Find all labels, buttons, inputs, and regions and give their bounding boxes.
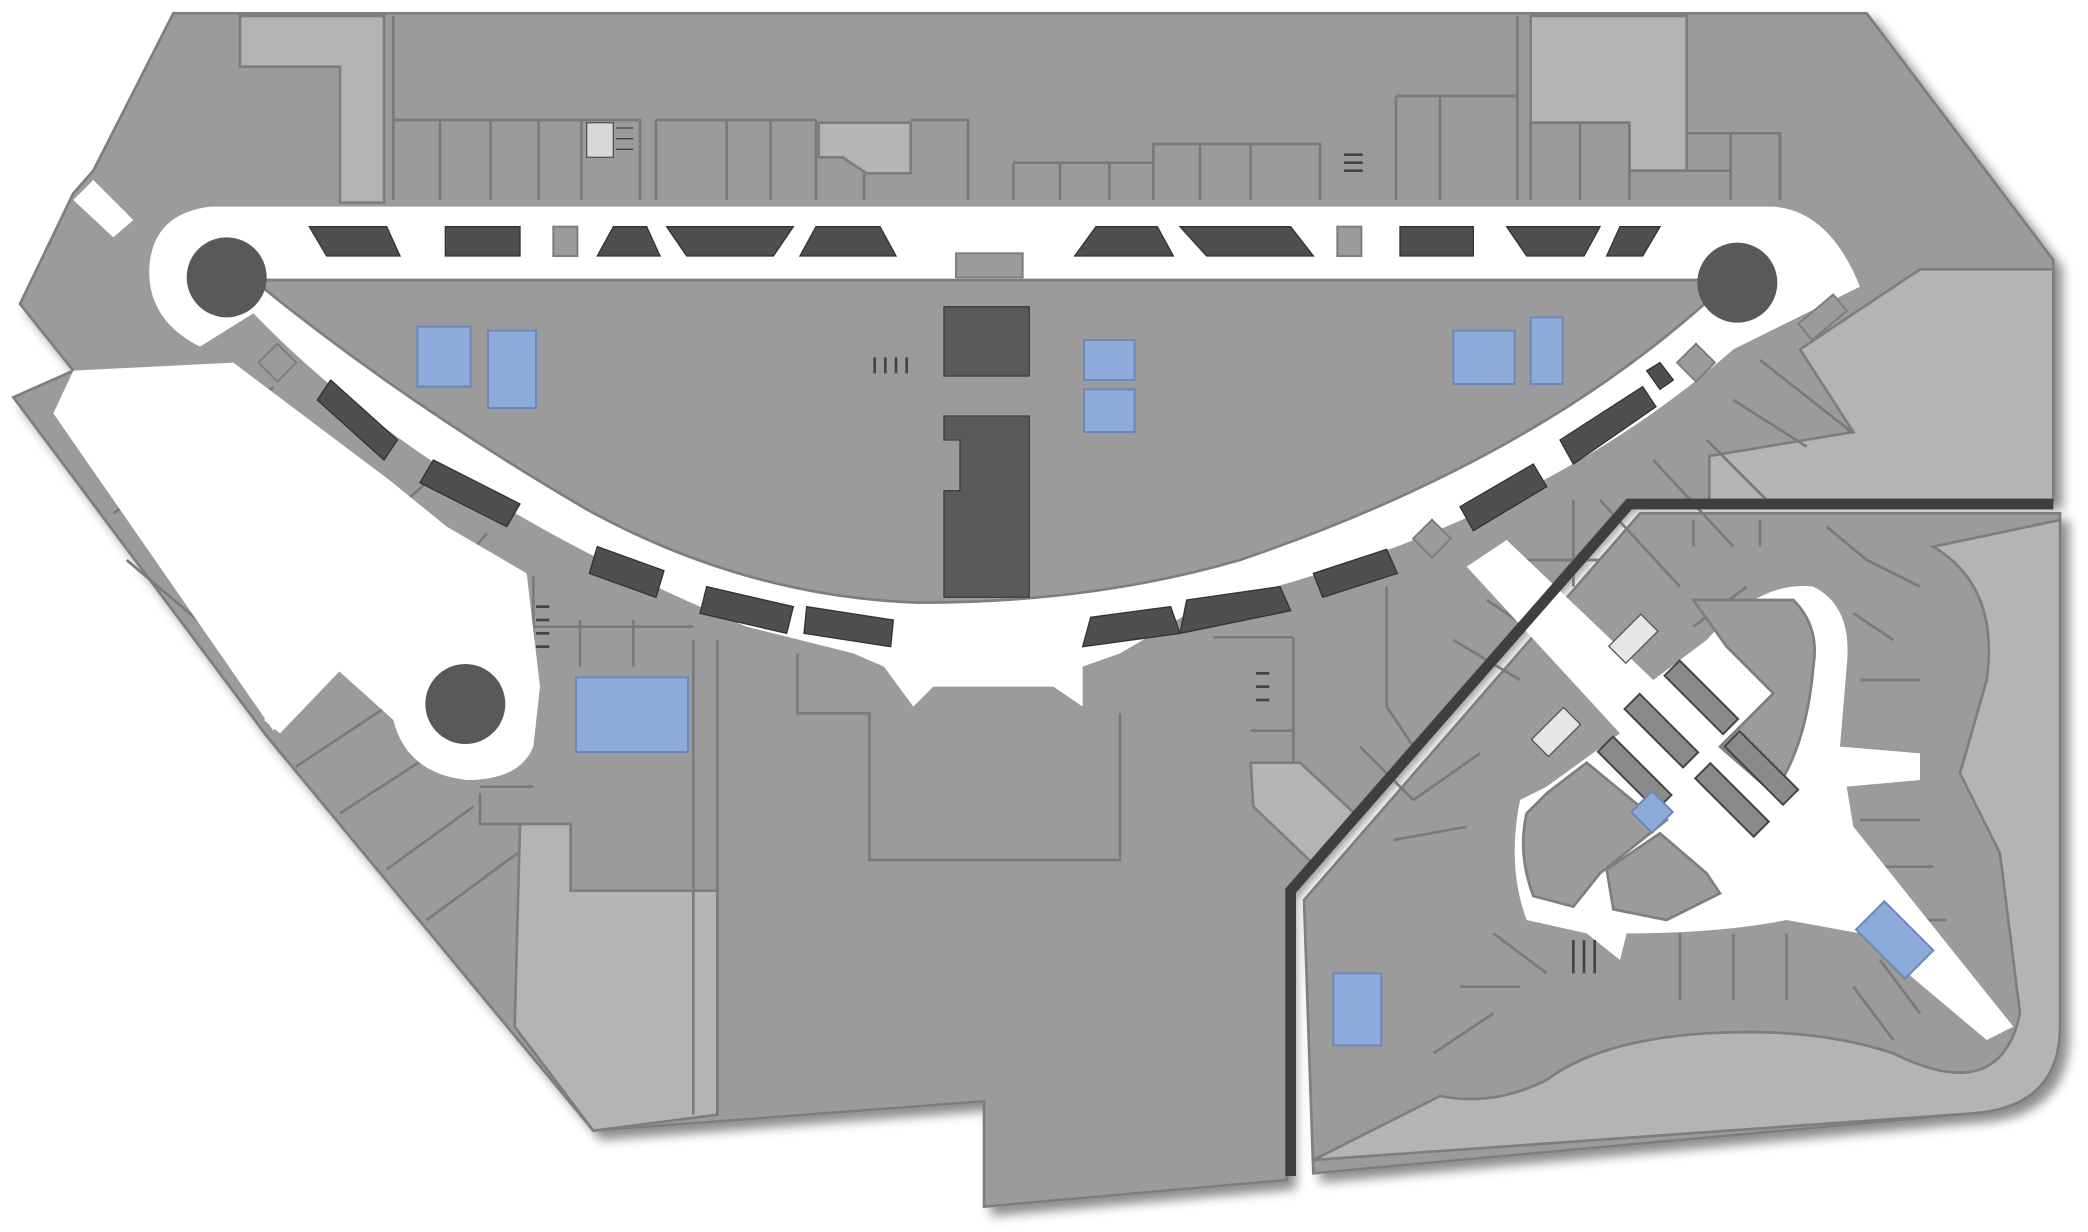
- atrium-east[interactable]: [1697, 242, 1778, 323]
- central-blocks: [943, 306, 1030, 598]
- central-block-south[interactable]: [943, 415, 1030, 598]
- kiosk[interactable]: [316, 378, 399, 462]
- kiosk-small[interactable]: [257, 342, 298, 383]
- kiosk[interactable]: [1312, 548, 1399, 599]
- escalator-cluster[interactable]: [1596, 659, 1800, 839]
- highlighted-store[interactable]: [416, 325, 472, 388]
- service-area-e: [1708, 268, 2055, 502]
- highlighted-store[interactable]: [1629, 789, 1675, 835]
- kiosk-small[interactable]: [552, 225, 579, 257]
- highlighted-store[interactable]: [1083, 388, 1136, 433]
- exit-northwest[interactable]: [73, 180, 134, 238]
- central-block-north[interactable]: [943, 306, 1030, 377]
- east-wing-store-block-3[interactable]: [1605, 831, 1722, 922]
- kiosk[interactable]: [665, 226, 795, 257]
- kiosk[interactable]: [308, 226, 402, 257]
- corridor-exits: [73, 180, 344, 734]
- kiosk[interactable]: [1645, 361, 1675, 391]
- kiosk[interactable]: [1178, 226, 1315, 257]
- kiosk-small[interactable]: [1675, 342, 1717, 383]
- kiosk-small[interactable]: [1336, 225, 1363, 257]
- escalator-north-1[interactable]: [586, 122, 634, 158]
- kiosk[interactable]: [444, 226, 521, 257]
- atrium-south[interactable]: [425, 664, 506, 744]
- kiosk[interactable]: [1399, 226, 1474, 257]
- kiosk[interactable]: [699, 585, 795, 635]
- escalator-south[interactable]: [536, 605, 550, 648]
- escalator-north-2[interactable]: [1344, 153, 1363, 172]
- highlighted-store[interactable]: [1529, 316, 1564, 385]
- highlighted-store[interactable]: [1452, 329, 1516, 385]
- atrium-west[interactable]: [186, 237, 267, 318]
- highlighted-stores: [416, 316, 1935, 1047]
- escalators: [536, 122, 1800, 974]
- kiosk[interactable]: [1559, 385, 1657, 465]
- highlighted-store[interactable]: [487, 329, 537, 409]
- kiosk[interactable]: [1459, 463, 1548, 532]
- highlighted-store[interactable]: [1332, 972, 1383, 1047]
- escalator-east-2[interactable]: [1530, 706, 1582, 758]
- highlighted-store[interactable]: [1083, 339, 1136, 381]
- escalator-mid[interactable]: [873, 357, 908, 374]
- service-area-nw: [238, 14, 386, 204]
- kiosk[interactable]: [1073, 226, 1175, 257]
- escalator-south-2[interactable]: [1256, 672, 1270, 702]
- service-area-n1: [817, 121, 912, 175]
- corridor-west-diagonal: [53, 362, 540, 780]
- kiosk[interactable]: [1505, 226, 1602, 257]
- kiosk[interactable]: [588, 545, 665, 599]
- kiosk[interactable]: [1605, 226, 1662, 257]
- atriums: [186, 237, 1778, 744]
- small-kiosks: [257, 225, 1849, 559]
- kiosk[interactable]: [803, 605, 895, 648]
- east-wing-stores[interactable]: [1521, 598, 1816, 922]
- kiosk-small[interactable]: [954, 252, 1024, 279]
- highlighted-store[interactable]: [1854, 899, 1935, 981]
- east-wing-garden: [1312, 518, 2062, 1162]
- highlighted-store[interactable]: [575, 676, 689, 753]
- kiosk[interactable]: [596, 226, 662, 257]
- kiosk[interactable]: [1179, 585, 1292, 635]
- exit-southwest[interactable]: [264, 653, 344, 734]
- escalator-east-1[interactable]: [1607, 613, 1659, 665]
- kiosk-small[interactable]: [1411, 518, 1453, 559]
- kiosk-small[interactable]: [1797, 293, 1849, 342]
- kiosk[interactable]: [798, 226, 898, 257]
- kiosk[interactable]: [419, 459, 521, 528]
- corridor-kiosks: [308, 226, 1675, 648]
- dividing-wall: [1285, 498, 2054, 1176]
- escalator-east-3[interactable]: [1572, 940, 1596, 974]
